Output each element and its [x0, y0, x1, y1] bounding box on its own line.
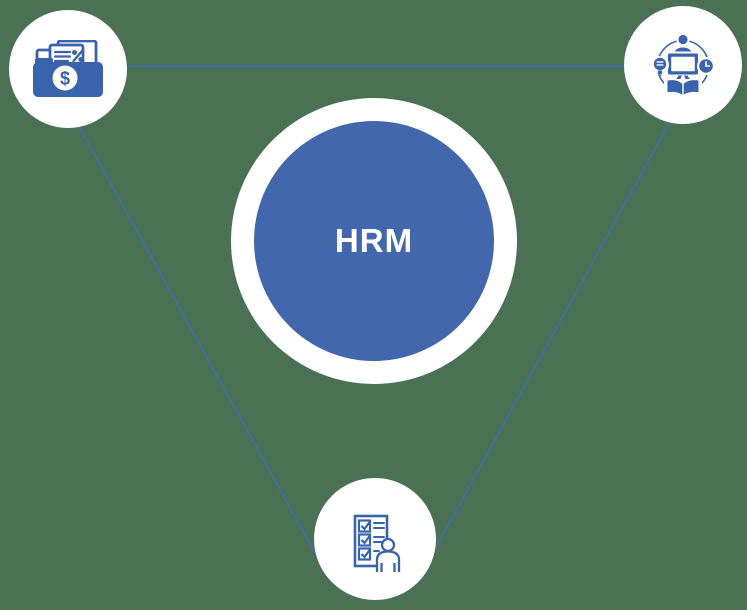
training-development-icon — [653, 32, 713, 95]
node-training — [624, 6, 742, 124]
recruitment-checklist-icon — [353, 514, 401, 572]
node-center-hrm: HRM — [231, 98, 517, 384]
hrm-label: HRM — [334, 222, 414, 259]
svg-text:$: $ — [60, 69, 70, 89]
connector-line-left — [69, 109, 326, 572]
node-payroll: $ — [9, 10, 127, 128]
hrm-circle: HRM — [254, 121, 494, 361]
connector-line-right — [429, 106, 679, 559]
payroll-folder-icon: $ — [33, 40, 103, 97]
node-recruitment — [314, 478, 436, 600]
